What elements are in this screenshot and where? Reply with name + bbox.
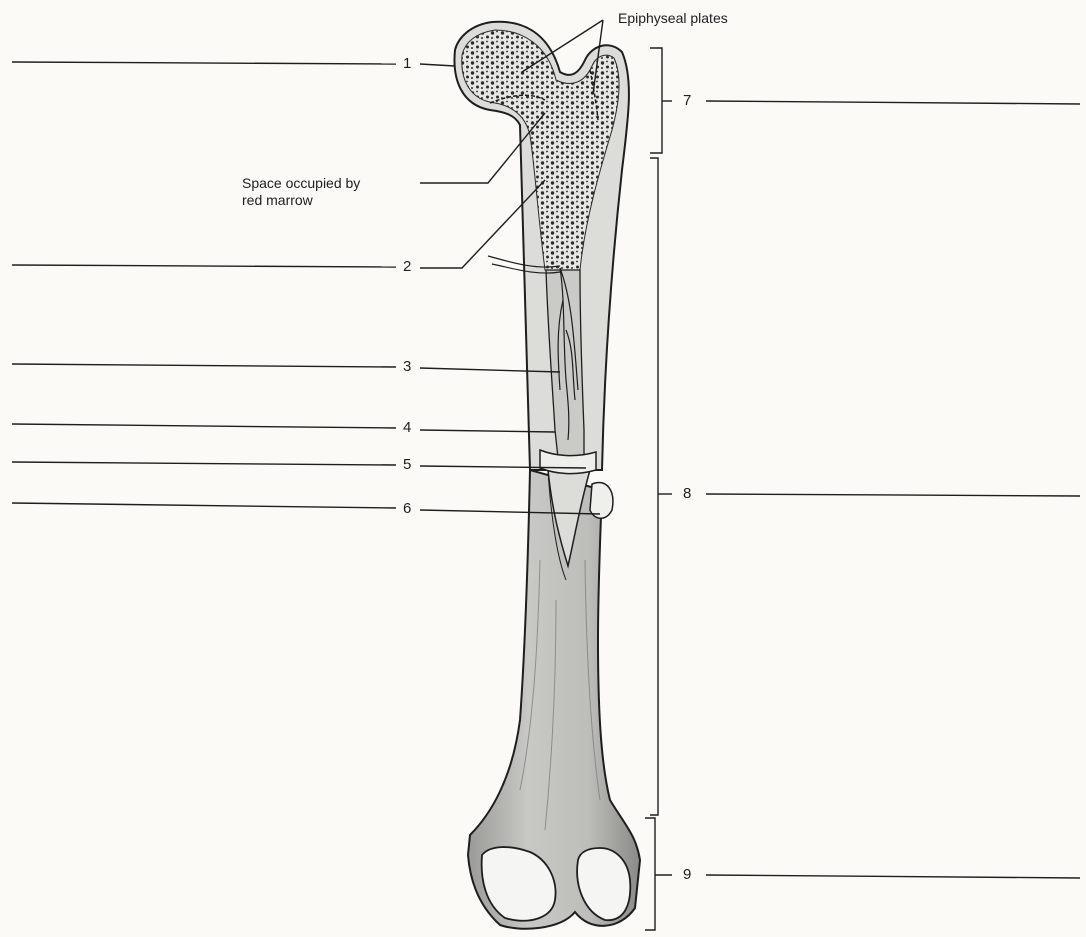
label-number-2: 2	[403, 259, 411, 275]
answer-line-3	[12, 364, 396, 367]
label-epiphyseal-plates: Epiphyseal plates	[618, 10, 728, 26]
answer-line-4	[12, 424, 396, 428]
bracket-7	[650, 48, 662, 153]
label-number-7: 7	[683, 93, 691, 109]
answer-line-8	[706, 494, 1080, 496]
label-number-9: 9	[683, 867, 691, 883]
answer-line-9	[706, 875, 1080, 878]
label-red-marrow-line2: red marrow	[242, 192, 313, 208]
label-number-3: 3	[403, 359, 411, 375]
label-number-6: 6	[403, 501, 411, 517]
answer-line-1	[12, 62, 396, 64]
answer-line-7	[706, 101, 1080, 104]
answer-line-6	[12, 503, 396, 508]
periosteum-bump	[590, 482, 613, 518]
bracket-8	[650, 158, 658, 815]
answer-line-5	[12, 462, 396, 465]
label-red-marrow-line1: Space occupied by	[242, 175, 360, 191]
label-number-5: 5	[403, 457, 411, 473]
label-number-1: 1	[403, 56, 411, 72]
label-number-4: 4	[403, 420, 411, 436]
label-number-8: 8	[683, 486, 691, 502]
answer-line-2	[12, 265, 396, 267]
bracket-9	[645, 818, 655, 930]
